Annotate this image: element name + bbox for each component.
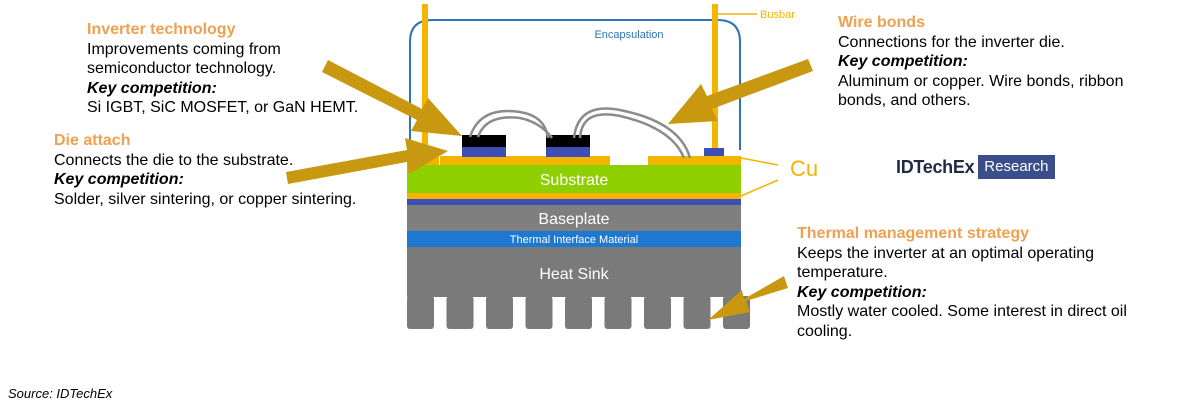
cu-leader-top bbox=[740, 157, 779, 166]
heat-sink-fin bbox=[486, 296, 513, 329]
heat-sink-fin bbox=[525, 296, 553, 329]
callout-thermal-key-line-2: cooling. bbox=[797, 322, 853, 340]
callout-arrows bbox=[286, 59, 813, 320]
callout-die-attach: Die attach Connects the die to the subst… bbox=[54, 131, 356, 209]
callout-inverter-title: Inverter technology bbox=[87, 21, 236, 38]
arrow-thermal bbox=[708, 276, 788, 320]
callout-thermal-line-2: temperature. bbox=[797, 264, 888, 281]
busbar-left bbox=[422, 4, 428, 156]
busbar-right bbox=[712, 4, 718, 156]
solder-layer bbox=[407, 199, 741, 205]
logo-tag: Research bbox=[978, 155, 1055, 179]
busbar-label: Busbar bbox=[760, 9, 795, 21]
callout-die-attach-key-text: Solder, silver sintering, or copper sint… bbox=[54, 190, 357, 208]
callout-wire-bonds-key-line-2: bonds, and others. bbox=[838, 92, 971, 109]
baseplate-layer bbox=[407, 205, 741, 231]
copper-trace-right bbox=[648, 156, 741, 165]
heat-sink-fin bbox=[604, 296, 632, 329]
bottom-copper-layer bbox=[407, 193, 741, 199]
die-1-base bbox=[462, 147, 506, 157]
idtechex-logo: IDTechEx Research bbox=[896, 155, 1055, 179]
tim-layer bbox=[407, 231, 741, 247]
encapsulation-label: Encapsulation bbox=[594, 29, 663, 41]
callout-inverter-key-text: Si IGBT, SiC MOSFET, or GaN HEMT. bbox=[87, 99, 359, 116]
die-1 bbox=[462, 135, 506, 147]
callout-die-attach-key-label: Key competition: bbox=[54, 171, 184, 188]
callout-die-attach-title: Die attach bbox=[54, 132, 131, 149]
cu-leader-bottom bbox=[740, 179, 779, 197]
source-note: Source: IDTechEx bbox=[8, 386, 113, 401]
callout-inverter-line-2: semiconductor technology. bbox=[87, 60, 277, 77]
callout-wire-bonds-key-label: Key competition: bbox=[838, 53, 968, 70]
die-2-base bbox=[546, 147, 590, 157]
callout-thermal-key-label: Key competition: bbox=[797, 283, 927, 301]
callout-wire-bonds-title: Wire bonds bbox=[838, 14, 925, 31]
die-2 bbox=[546, 135, 590, 147]
callout-wire-bonds-line-1: Connections for the inverter die. bbox=[838, 33, 1065, 51]
callout-wire-bonds: Wire bonds Connections for the inverter … bbox=[838, 13, 1123, 111]
substrate-layer bbox=[407, 165, 741, 193]
callout-thermal: Thermal management strategy Keeps the in… bbox=[797, 224, 1127, 341]
baseplate-label: Baseplate bbox=[538, 211, 609, 228]
copper-trace-left bbox=[440, 156, 610, 165]
heat-sink-fin bbox=[565, 296, 592, 329]
heat-sink-fin bbox=[683, 296, 711, 329]
callout-inverter-key-label: Key competition: bbox=[87, 79, 217, 97]
substrate-label: Substrate bbox=[540, 172, 609, 189]
encapsulation-outline bbox=[409, 19, 741, 150]
cu-label: Cu bbox=[790, 156, 818, 181]
callout-wire-bonds-key-line-1: Aluminum or copper. Wire bonds, ribbon bbox=[838, 72, 1124, 90]
arrow-inverter bbox=[322, 60, 462, 136]
arrow-die-attach bbox=[286, 138, 448, 184]
heat-sink-fin bbox=[446, 296, 474, 329]
callout-inverter-line-1: Improvements coming from bbox=[87, 40, 281, 58]
arrow-wire-bonds bbox=[668, 59, 813, 124]
tim-label: Thermal Interface Material bbox=[510, 234, 638, 246]
heat-sink-fins bbox=[407, 296, 750, 329]
callout-die-attach-line-1: Connects the die to the substrate. bbox=[54, 151, 294, 169]
callout-thermal-title: Thermal management strategy bbox=[797, 225, 1030, 242]
terminal-pad-right bbox=[704, 148, 724, 156]
callout-thermal-line-1: Keeps the inverter at an optimal operati… bbox=[797, 244, 1095, 262]
wire-bonds bbox=[468, 107, 692, 159]
callout-inverter: Inverter technology Improvements coming … bbox=[87, 20, 358, 118]
heat-sink-fin bbox=[644, 296, 671, 329]
heat-sink-body bbox=[407, 247, 741, 297]
logo-name: IDTechEx bbox=[896, 156, 975, 177]
heat-sink-label: Heat Sink bbox=[539, 266, 609, 283]
callout-thermal-key-line-1: Mostly water cooled. Some interest in di… bbox=[797, 303, 1127, 320]
heat-sink-fin bbox=[407, 296, 434, 329]
